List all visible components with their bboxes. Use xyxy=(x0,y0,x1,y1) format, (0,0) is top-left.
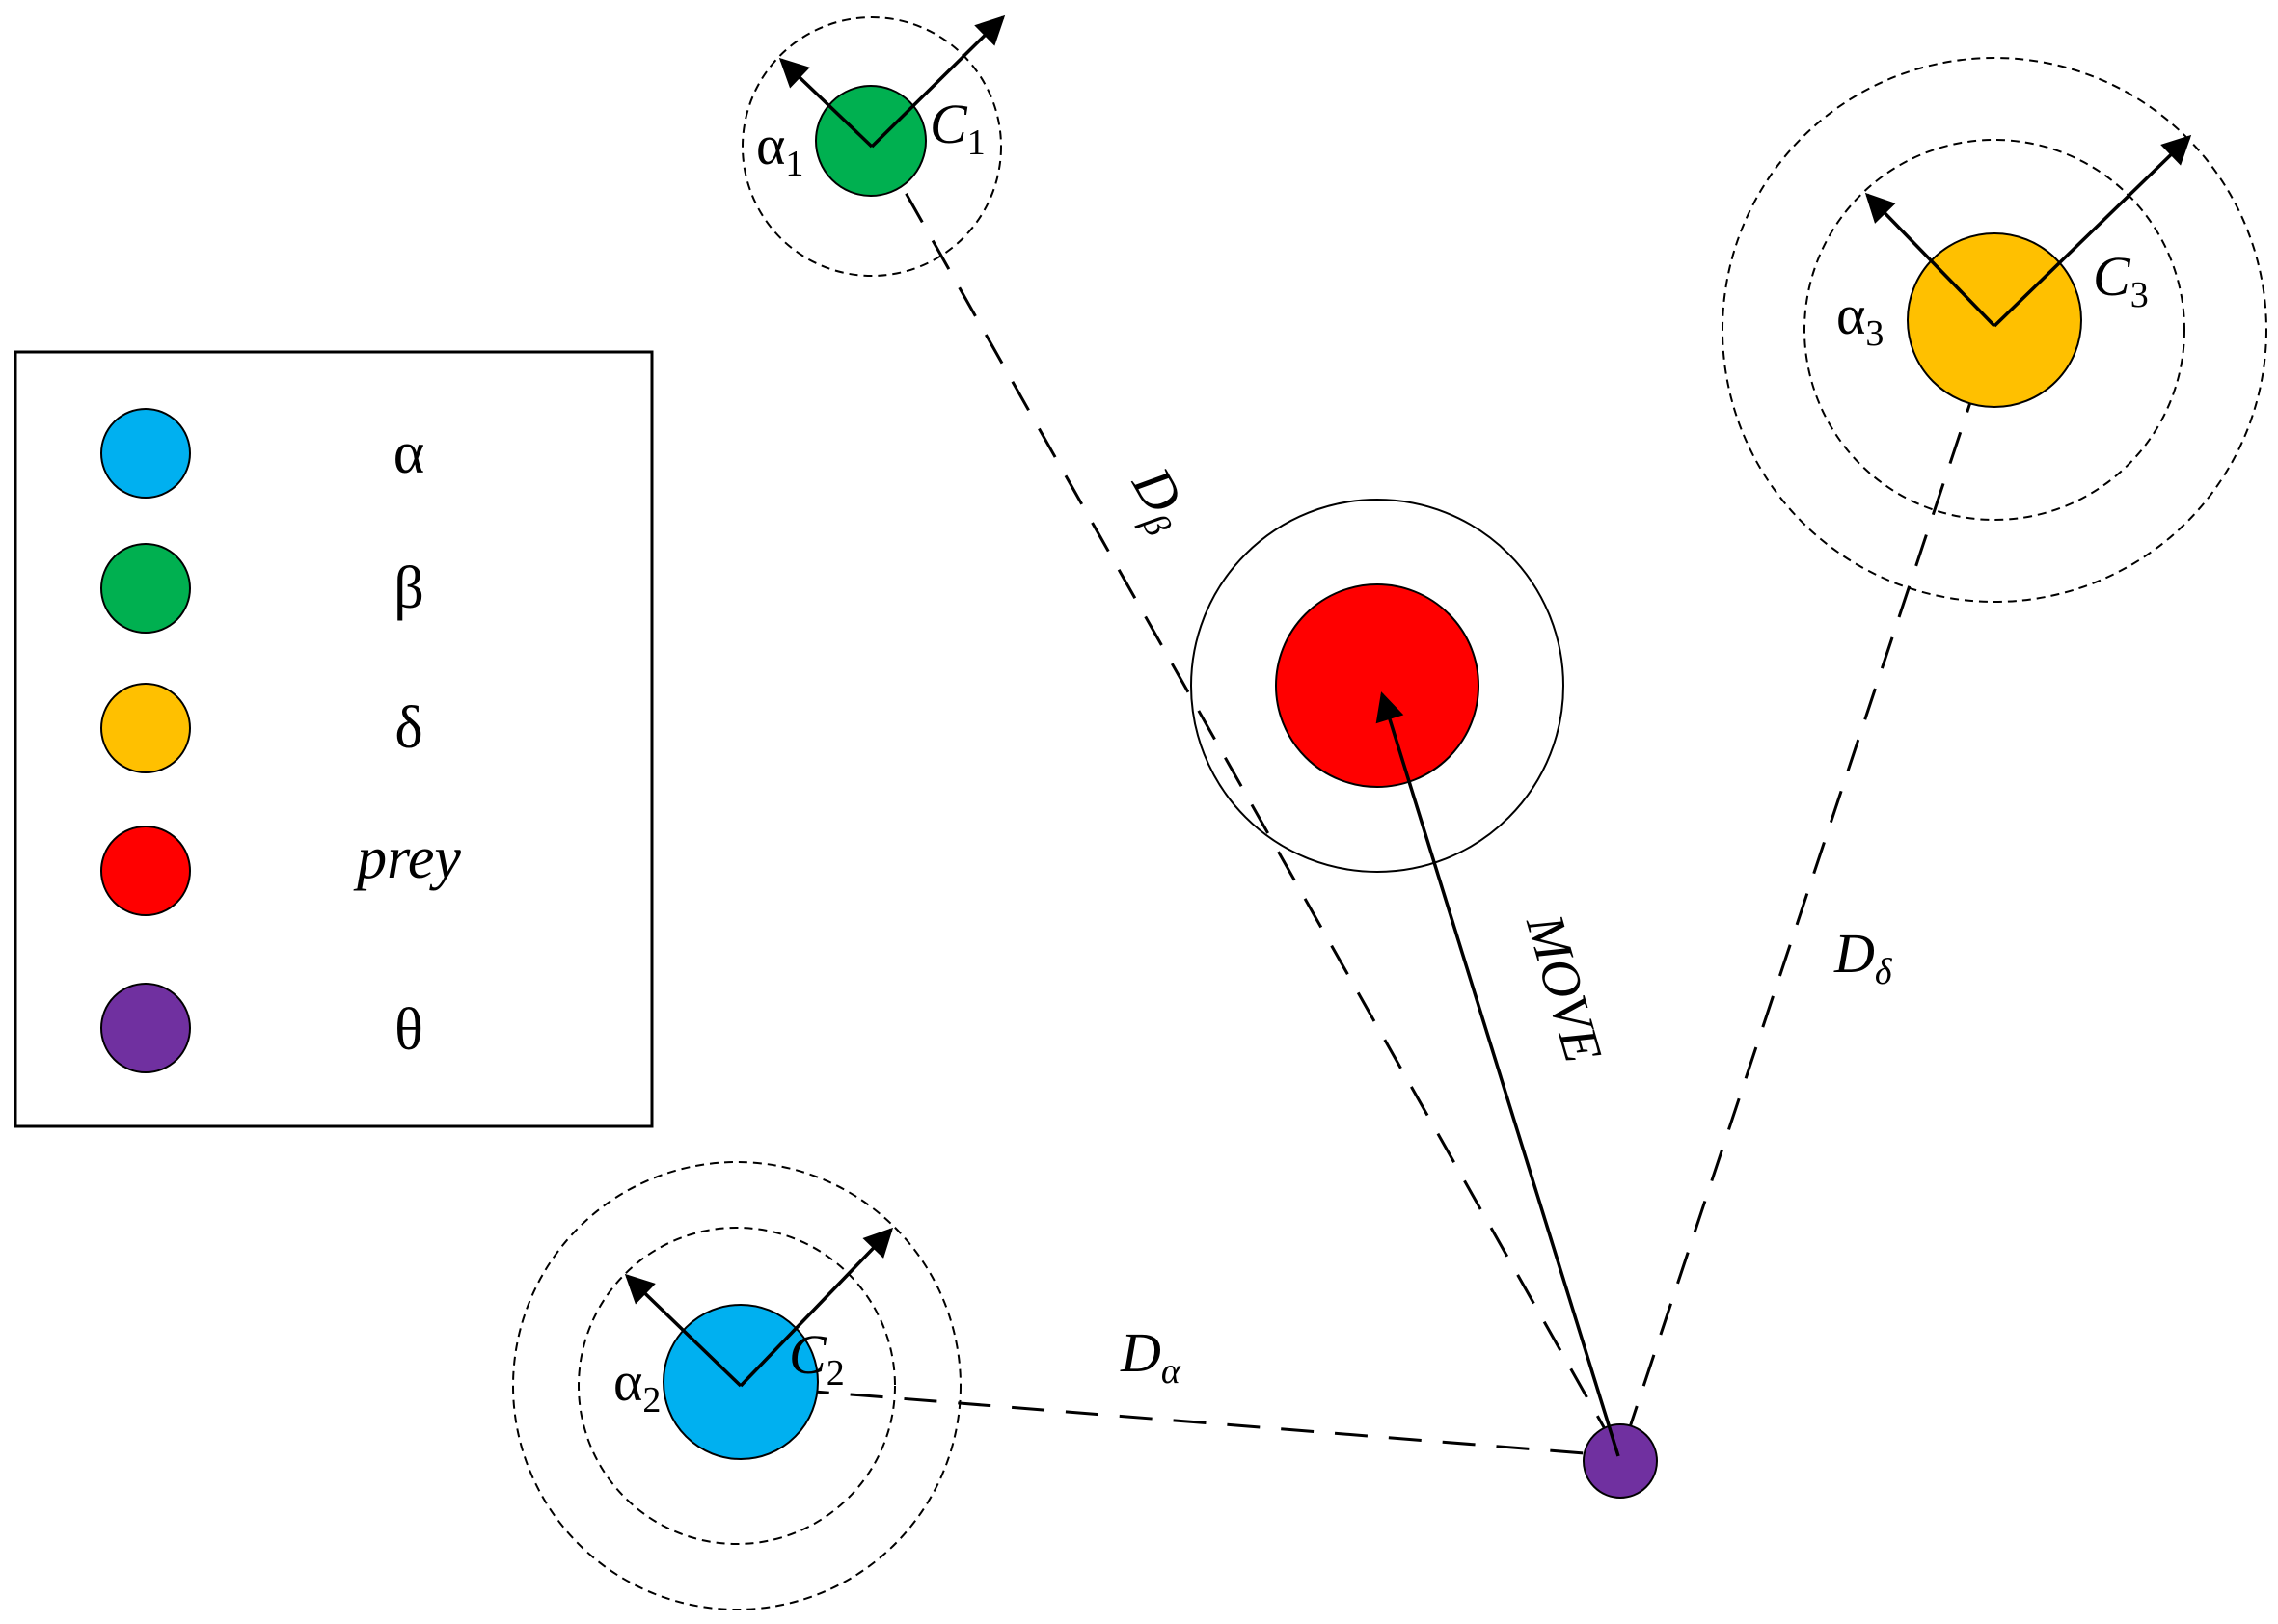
beta-outer-ring xyxy=(742,16,1002,277)
delta-inner-ring xyxy=(1803,139,2185,521)
beta-a-arrow xyxy=(778,57,874,149)
alpha-a-label: α2 xyxy=(613,1350,661,1421)
prey-marker xyxy=(1275,583,1479,788)
alpha-wolf-group: α2 C2 xyxy=(512,1161,962,1610)
delta-a-label: α3 xyxy=(1836,284,1884,354)
prey-outer-ring xyxy=(1190,499,1564,873)
theta-wolf-marker xyxy=(1583,1423,1658,1499)
legend-alpha-label: α xyxy=(393,420,424,486)
delta-wolf-group: α3 C3 xyxy=(1722,57,2267,603)
delta-a-arrow xyxy=(1864,192,1996,328)
legend-delta-label: δ xyxy=(394,695,422,761)
alpha-c-label: C2 xyxy=(789,1323,845,1394)
alpha-c-arrow xyxy=(739,1227,894,1388)
d-delta-label: Dδ xyxy=(1833,922,1893,992)
legend-beta-swatch xyxy=(100,543,191,634)
theta-wolf-group xyxy=(1375,691,1658,1499)
move-arrow xyxy=(1375,691,1620,1457)
delta-c-label: C3 xyxy=(2093,245,2149,315)
d-delta-line xyxy=(1618,329,1996,1457)
d-beta-label: Dβ xyxy=(1113,456,1204,543)
legend-prey-swatch xyxy=(100,826,191,916)
legend-theta-swatch xyxy=(100,983,191,1073)
d-beta-line xyxy=(878,146,1622,1457)
beta-wolf-marker xyxy=(815,85,927,197)
alpha-outer-ring xyxy=(512,1161,962,1610)
beta-wolf-group: α1 C1 xyxy=(742,14,1006,277)
alpha-a-arrow xyxy=(624,1273,743,1388)
delta-wolf-marker xyxy=(1907,232,2082,408)
legend-delta-swatch xyxy=(100,683,191,773)
legend-beta-label: β xyxy=(393,555,424,621)
move-label: MOVE xyxy=(1514,907,1614,1069)
distance-lines xyxy=(742,146,1996,1458)
legend-alpha-swatch xyxy=(100,408,191,499)
delta-outer-ring xyxy=(1722,57,2267,603)
legend: α β δ prey θ xyxy=(14,350,654,1128)
legend-theta-label: θ xyxy=(394,997,423,1063)
legend-frame xyxy=(14,350,654,1128)
d-alpha-line xyxy=(742,1384,1621,1458)
beta-a-label: α1 xyxy=(756,114,803,184)
beta-c-label: C1 xyxy=(930,93,986,163)
d-alpha-label: Dα xyxy=(1120,1321,1181,1392)
beta-c-arrow xyxy=(870,14,1006,149)
delta-c-arrow xyxy=(1993,134,2192,328)
alpha-inner-ring xyxy=(578,1227,896,1545)
legend-prey-label: prey xyxy=(353,826,461,891)
prey-group xyxy=(1190,499,1564,873)
